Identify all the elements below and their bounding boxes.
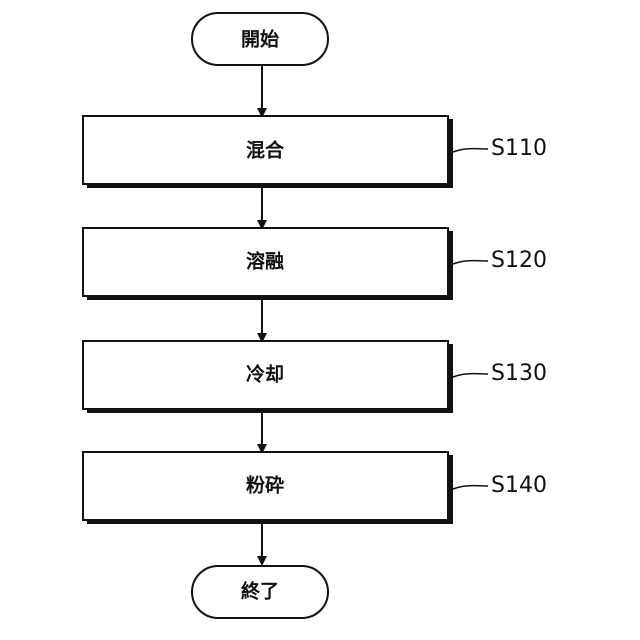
end-terminator: 終了 <box>192 566 328 618</box>
step-box-cooling: 冷却 <box>83 341 453 413</box>
end-label: 終了 <box>241 580 279 603</box>
start-label: 開始 <box>241 28 279 51</box>
step-label: 冷却 <box>246 363 284 386</box>
step-label: 混合 <box>246 139 285 162</box>
step-ref-label: S140 <box>491 473 547 498</box>
step-ref-label: S120 <box>491 248 547 273</box>
start-terminator: 開始 <box>192 13 328 65</box>
step-label: 溶融 <box>246 250 284 273</box>
step-box-mixing: 混合 <box>83 116 453 188</box>
leader-line <box>453 149 488 152</box>
leader-line <box>453 486 488 489</box>
leader-line <box>453 374 488 377</box>
step-ref-label: S130 <box>491 361 547 386</box>
step-ref-label: S110 <box>491 136 547 161</box>
leader-line <box>453 261 488 264</box>
step-box-melting: 溶融 <box>83 228 453 300</box>
step-label: 粉砕 <box>246 474 284 497</box>
step-box-crushing: 粉砕 <box>83 452 453 524</box>
